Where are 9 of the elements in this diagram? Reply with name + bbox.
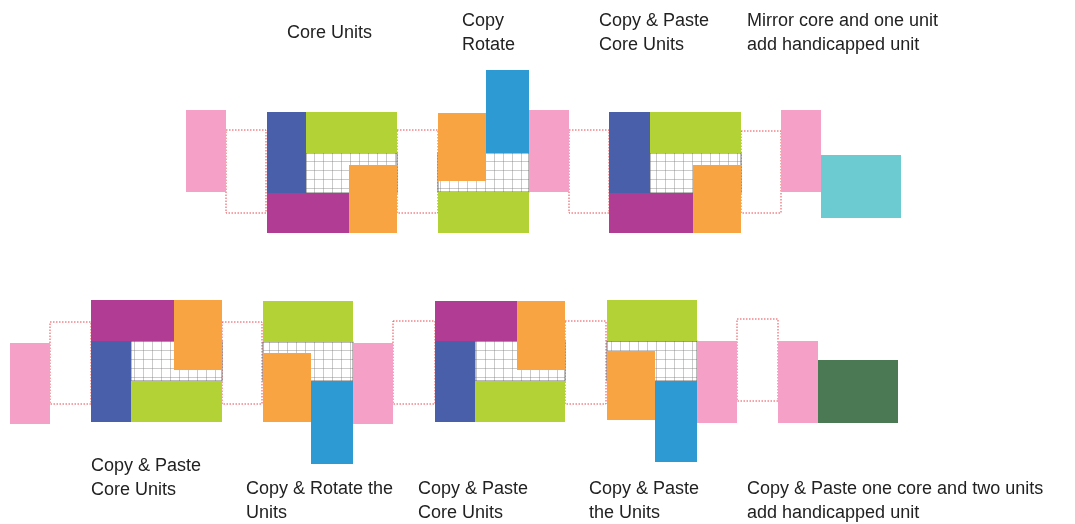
step-caption: Copy & Rotate the Units [246, 477, 395, 524]
step-caption: Copy & Paste Core Units [91, 454, 203, 501]
step-caption: Copy & Paste the Units [589, 477, 701, 524]
step-caption: Copy & Paste Core Units [418, 477, 530, 524]
step-caption: Core Units [287, 21, 374, 44]
step-caption: Copy & Paste one core and two units add handicapped unit [747, 477, 1045, 524]
step-caption: Copy & Paste Core Units [599, 9, 711, 56]
step-caption: Copy Rotate [462, 9, 517, 56]
step-caption: Mirror core and one unit add handicapped unit [747, 9, 940, 56]
